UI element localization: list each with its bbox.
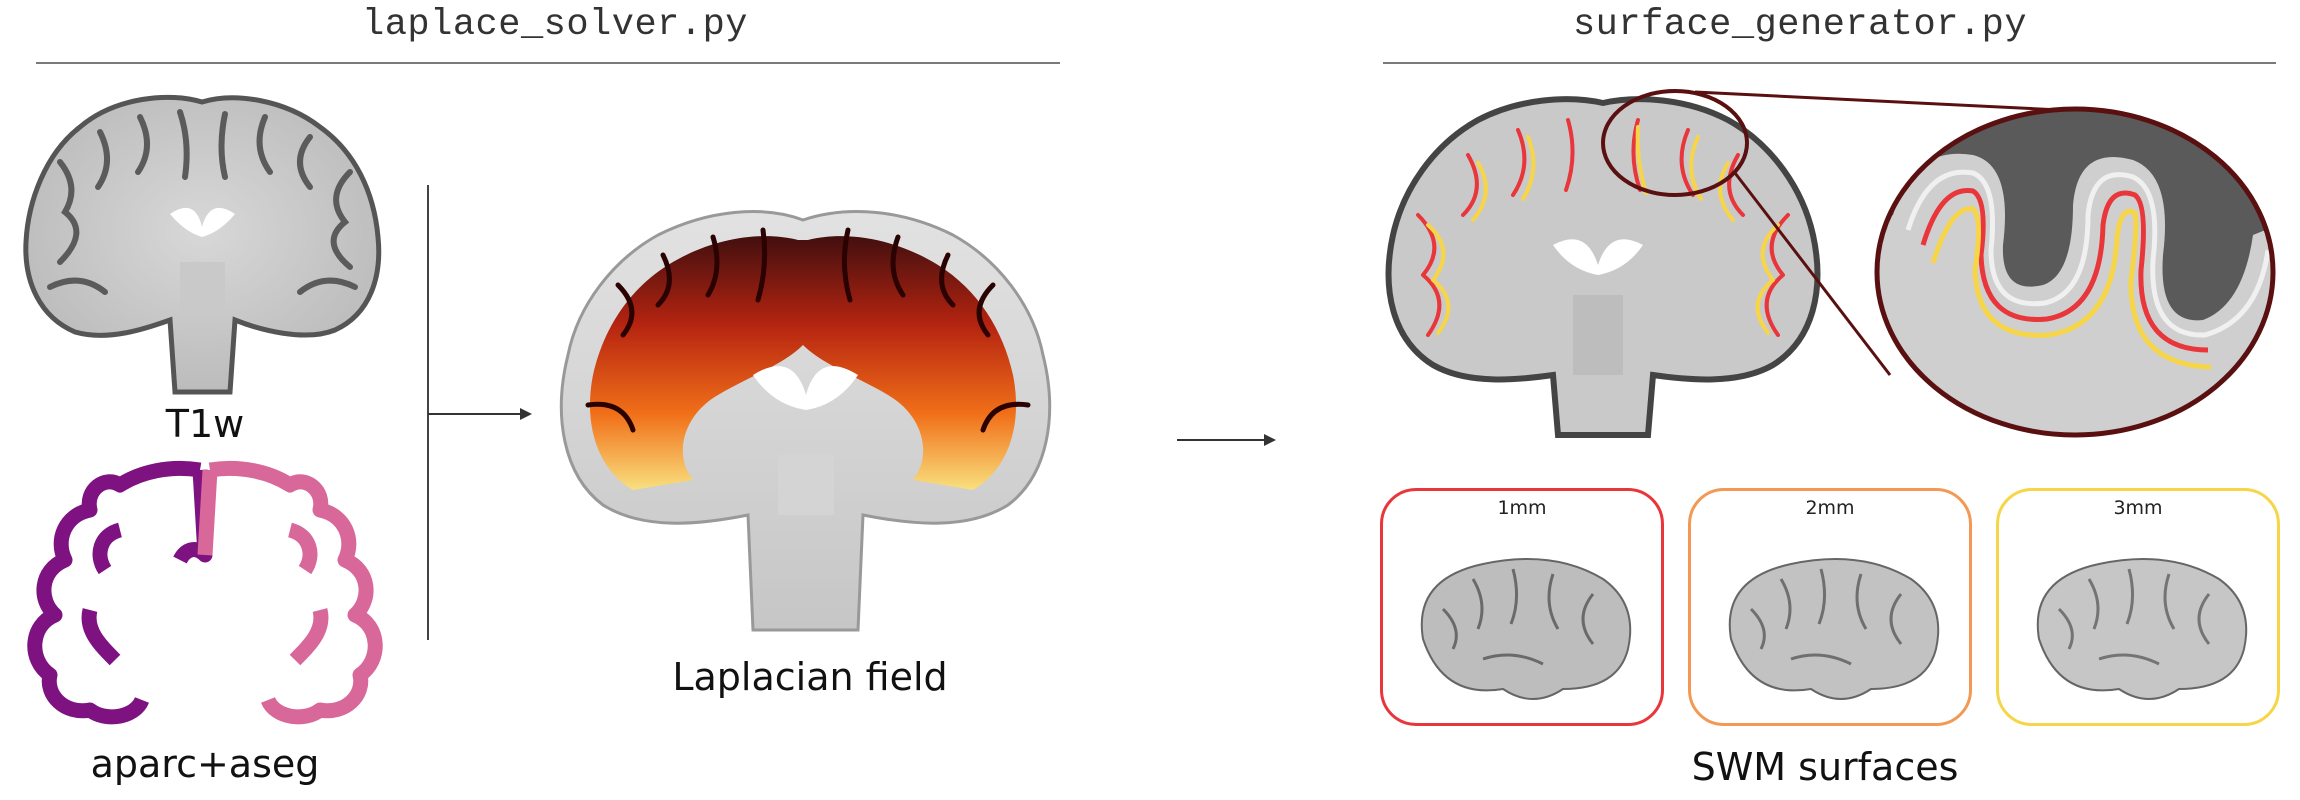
input-bracket-line — [427, 185, 429, 640]
surface-3mm-render — [2036, 558, 2248, 700]
surface-card-1mm: 1mm — [1380, 488, 1664, 726]
laplacian-field-label: Laplacian field — [672, 655, 948, 699]
surface-card-2mm-label: 2mm — [1805, 497, 1855, 519]
aparc-aseg-image — [20, 460, 390, 732]
aparc-aseg-label: aparc+aseg — [90, 742, 320, 786]
zoom-connector — [1600, 85, 2280, 455]
t1w-label: T1w — [165, 402, 245, 446]
right-hemisphere-outline — [197, 460, 383, 725]
t1w-brain-image — [20, 92, 385, 397]
surface-2mm-render — [1728, 558, 1940, 700]
surface-card-2mm: 2mm — [1688, 488, 1972, 726]
surface-card-3mm-label: 3mm — [2113, 497, 2163, 519]
arrow-to-surface-generator — [1177, 430, 1277, 450]
magnified-cortex-image — [1873, 105, 2278, 440]
arrow-to-laplacian — [428, 404, 533, 424]
laplacian-field-image — [548, 205, 1068, 635]
surface-card-1mm-label: 1mm — [1497, 497, 1547, 519]
surface-1mm-render — [1420, 558, 1632, 700]
left-section-rule — [36, 62, 1060, 64]
swm-surfaces-label: SWM surfaces — [1691, 745, 1959, 789]
right-section-title: surface_generator.py — [1572, 4, 2028, 46]
surface-card-3mm: 3mm — [1996, 488, 2280, 726]
left-section-title: laplace_solver.py — [362, 4, 748, 46]
left-hemisphere-outline — [27, 460, 213, 725]
right-section-rule — [1383, 62, 2276, 64]
contour-brain-image — [1378, 95, 1828, 440]
